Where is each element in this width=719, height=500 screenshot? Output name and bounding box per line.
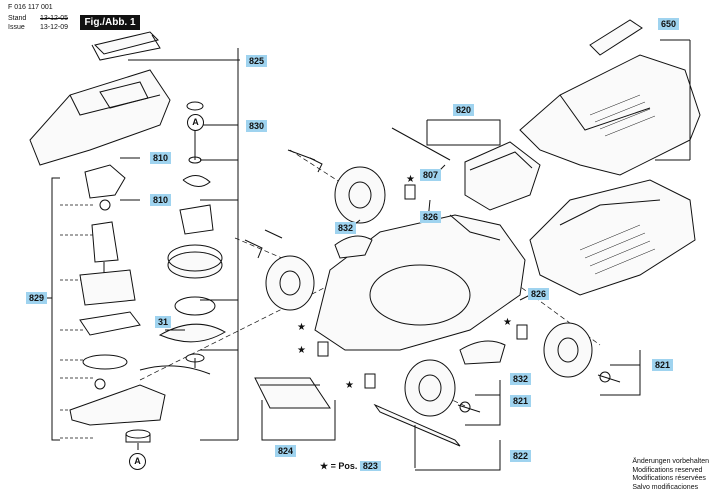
callout-821-bottom: 821 [510, 395, 532, 407]
star-marker: ★ [297, 345, 306, 356]
star-marker: ★ [345, 380, 354, 391]
note-es: Salvo modificaciones [632, 483, 699, 491]
figure-label: Fig./Abb. 1 [80, 15, 140, 30]
callout-822: 822 [510, 450, 532, 462]
stand-date: 13-12-05 [40, 15, 69, 22]
star-legend: ★ = Pos. 823 [320, 461, 381, 472]
issue-label: Issue [8, 24, 25, 31]
callout-824: 824 [275, 445, 297, 457]
note-de: Änderungen vorbehalten [632, 458, 709, 465]
issue-date: 13-12-09 [40, 24, 69, 31]
callout-826-right: 826 [528, 288, 550, 300]
callout-810-top: 810 [150, 152, 172, 164]
callout-650: 650 [658, 18, 680, 30]
callout-826-upper: 826 [420, 211, 442, 223]
legend-ref: 823 [359, 461, 381, 471]
callout-832-right: 832 [510, 373, 532, 385]
star-marker: ★ [406, 174, 415, 185]
callout-830: 830 [246, 120, 268, 132]
callout-31: 31 [155, 316, 172, 328]
star-marker: ★ [297, 322, 306, 333]
callout-832-left: 832 [335, 222, 357, 234]
note-en: Modifications reserved [632, 466, 703, 474]
legend-star: ★ [320, 461, 329, 471]
callout-829: 829 [26, 292, 48, 304]
callout-821-right: 821 [652, 359, 674, 371]
star-marker: ★ [503, 317, 512, 328]
connector-a-bottom: A [129, 453, 146, 470]
modification-notes: Änderungen vorbehalten Modifications res… [632, 458, 709, 492]
callout-825: 825 [246, 55, 268, 67]
part-number: F 016 117 001 [8, 4, 53, 11]
callout-820: 820 [453, 104, 475, 116]
legend-text: = Pos. [330, 461, 358, 471]
callout-807: 807 [420, 169, 442, 181]
connector-a-top: A [187, 114, 204, 131]
note-fr: Modifications réservées [632, 475, 706, 482]
stand-label: Stand [8, 15, 27, 22]
callout-810-bottom: 810 [150, 194, 172, 206]
